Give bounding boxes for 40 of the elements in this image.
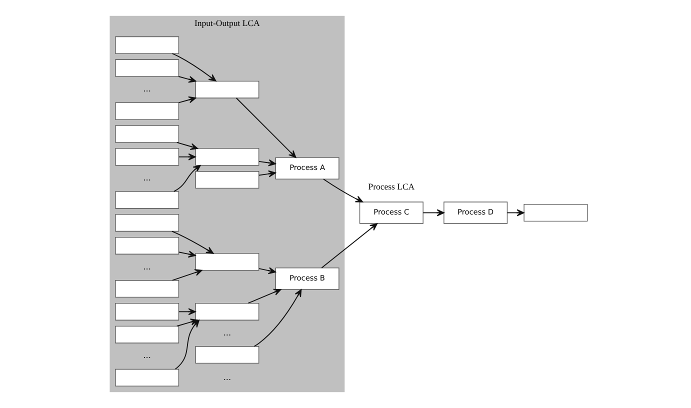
label: Process LCA [368, 181, 414, 192]
arrow [235, 98, 296, 158]
arrow [506, 209, 524, 216]
arrow [173, 164, 200, 192]
node-box [114, 302, 179, 320]
node-box [194, 302, 259, 320]
arrow [258, 159, 276, 166]
node-box [114, 191, 179, 209]
arrow [172, 269, 202, 281]
arrow [253, 289, 302, 347]
node-box [114, 326, 179, 344]
arrow [422, 209, 444, 216]
node-box [194, 346, 259, 364]
node-box [114, 368, 179, 386]
arrow [171, 53, 216, 82]
node-box [114, 280, 179, 298]
arrow [258, 170, 276, 178]
arrow [320, 223, 378, 268]
arrow [258, 267, 276, 274]
node-box [114, 59, 179, 77]
node-box [194, 171, 259, 189]
arrow [247, 288, 281, 304]
node-box [523, 204, 588, 222]
arrow [178, 153, 196, 160]
node-box [114, 102, 179, 120]
node-box [114, 214, 179, 232]
arrow [178, 250, 196, 258]
node-box [114, 36, 179, 54]
arrow [178, 96, 196, 104]
node-box [194, 253, 259, 271]
node-box [194, 80, 259, 98]
arrow [322, 178, 363, 202]
node-box [194, 148, 259, 166]
arrow [178, 308, 196, 316]
node-box [114, 148, 179, 166]
node-box [114, 236, 179, 254]
arrow [176, 142, 198, 150]
arrow [170, 230, 214, 254]
arrow [178, 76, 196, 83]
node-box [114, 125, 179, 143]
